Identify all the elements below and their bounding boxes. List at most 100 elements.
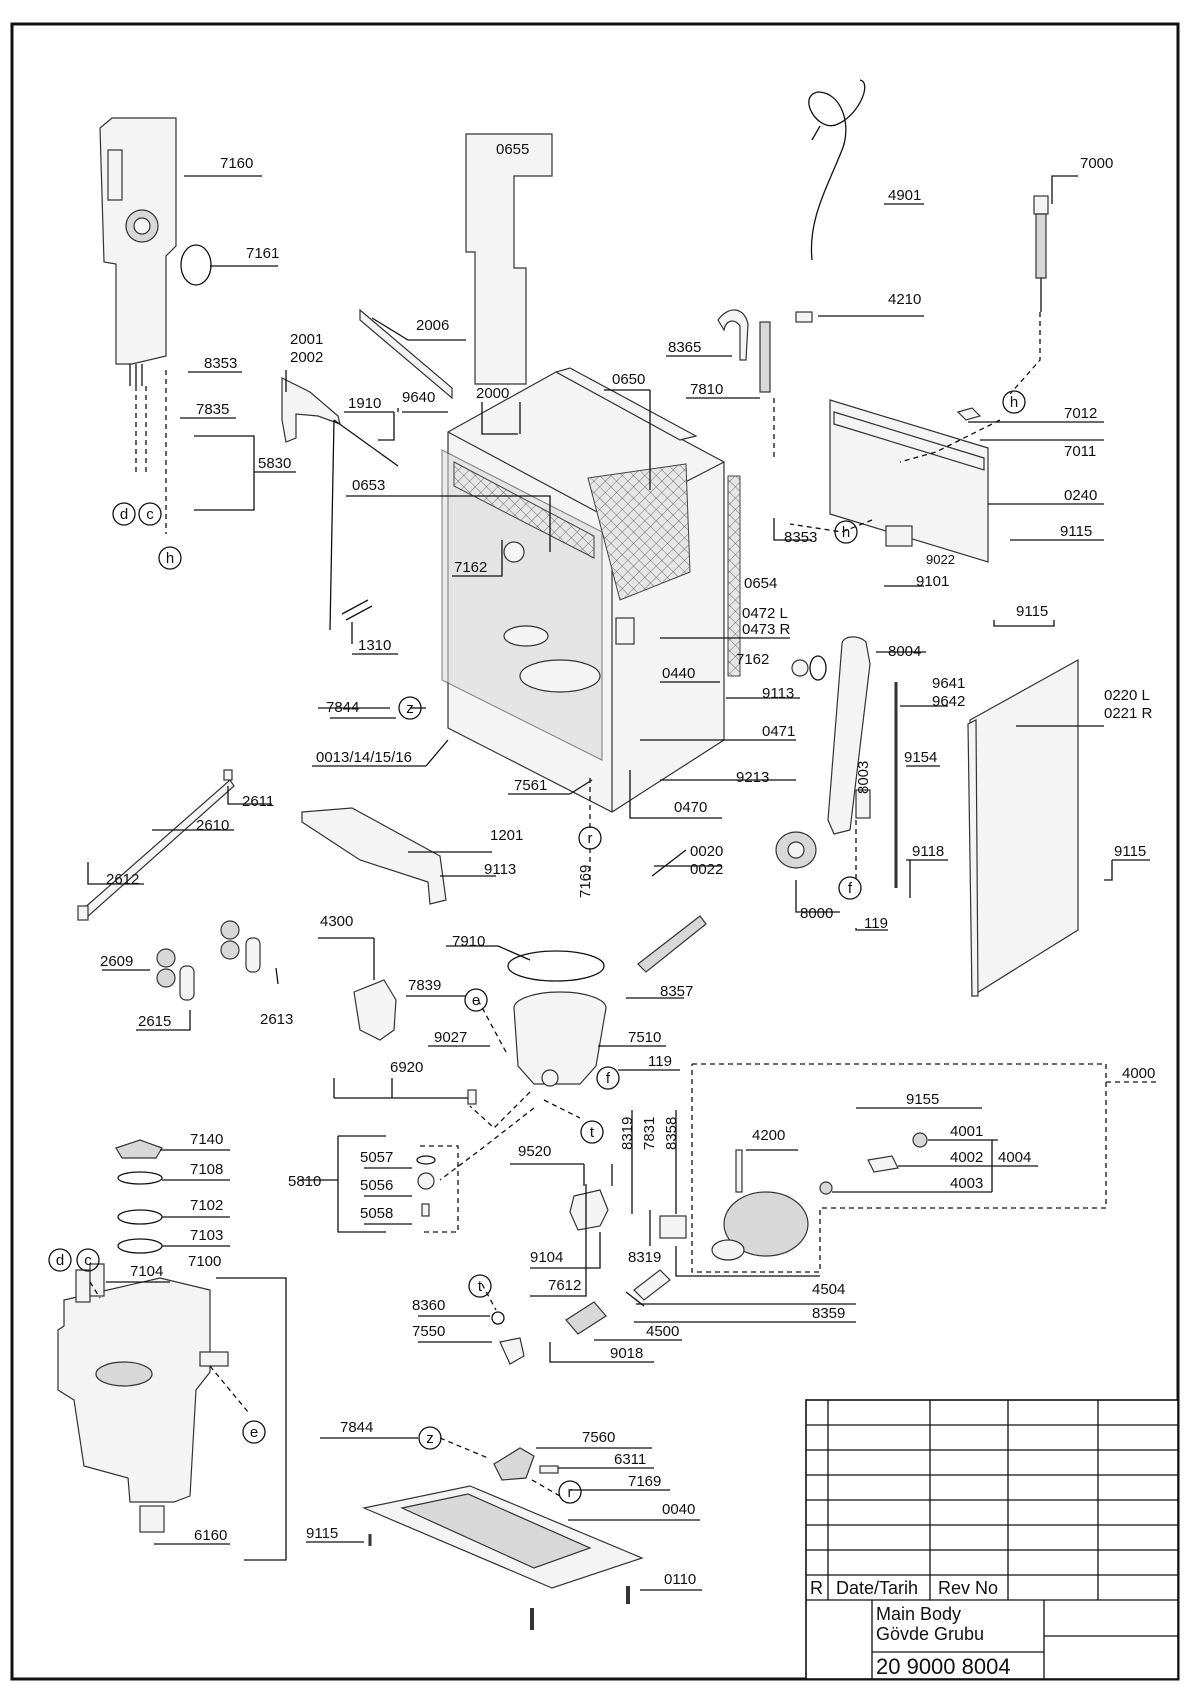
label-9118: 9118 (912, 843, 944, 860)
label-2611: 2611 (242, 793, 274, 810)
motor-8000-drawing (775, 831, 817, 869)
label-7831: 7831 (641, 1117, 658, 1150)
label-7104: 7104 (130, 1263, 163, 1280)
label-7102: 7102 (190, 1197, 223, 1214)
label-7161: 7161 (246, 245, 279, 262)
water-softener-panel-drawing (99, 117, 177, 386)
label-9115-base: 9115 (306, 1525, 338, 1542)
label-4300: 4300 (320, 913, 353, 930)
label-4200: 4200 (752, 1127, 785, 1144)
label-4210: 4210 (888, 291, 921, 308)
svg-text:h: h (166, 550, 174, 567)
label-5056: 5056 (360, 1177, 393, 1194)
ring-7162-drawing (791, 659, 809, 677)
marker-h-right-top: h (1002, 390, 1026, 414)
part-4500-drawing (565, 1301, 607, 1335)
label-0650: 0650 (612, 371, 645, 388)
label-4901: 4901 (888, 187, 921, 204)
svg-text:f: f (848, 880, 853, 897)
cover-1201-drawing (301, 807, 447, 905)
label-0240: 0240 (1064, 487, 1097, 504)
label-8353-right: 8353 (784, 529, 817, 546)
ring-7102-drawing (117, 1209, 163, 1225)
part-labels: 7160 7161 8353 7835 5830 0655 2006 2001 … (100, 141, 1155, 1588)
insulation-0655-drawing (465, 133, 553, 385)
label-4001: 4001 (950, 1123, 983, 1140)
label-4003: 4003 (950, 1175, 983, 1192)
pump-4504-drawing (659, 1149, 809, 1261)
label-0022: 0022 (690, 861, 723, 878)
marker-d-upper: d (112, 502, 136, 526)
label-9115-panel-top: 9115 (1016, 603, 1048, 620)
label-7550: 7550 (412, 1323, 445, 1340)
svg-text:e: e (472, 992, 480, 1009)
label-1910: 1910 (348, 395, 381, 412)
label-8319-lower: 8319 (628, 1249, 661, 1266)
rail-2610-drawing (81, 779, 235, 919)
label-2006: 2006 (416, 317, 449, 334)
title-block: R Date/Tarih Rev No Main Body Gövde Grub… (805, 1399, 1179, 1680)
part-8003-drawing (855, 789, 871, 819)
label-8000: 8000 (800, 905, 833, 922)
marker-d-lower: d (48, 1248, 72, 1272)
marker-e-upper: e (464, 988, 488, 1012)
label-0470: 0470 (674, 799, 707, 816)
valve-9520-drawing (569, 1189, 609, 1231)
cable-4901-drawing (808, 79, 866, 261)
svg-text:z: z (426, 1430, 434, 1447)
gasket-7910-drawing (507, 950, 605, 982)
label-6311: 6311 (614, 1451, 646, 1468)
softener-container-7100-drawing (57, 1263, 229, 1533)
label-119-upper: 119 (864, 915, 888, 932)
back-panel-0240-drawing (829, 399, 989, 563)
label-8365: 8365 (668, 339, 701, 356)
label-9642: 9642 (932, 693, 965, 710)
svg-text:t: t (590, 1124, 595, 1141)
label-2000: 2000 (476, 385, 509, 402)
svg-text:h: h (1010, 394, 1018, 411)
label-7561: 7561 (514, 777, 547, 794)
label-7910: 7910 (452, 933, 485, 950)
rail-end-2612-drawing (77, 905, 89, 921)
label-5810: 5810 (288, 1173, 321, 1190)
label-0655: 0655 (496, 141, 529, 158)
label-0040: 0040 (662, 1501, 695, 1518)
ring-7108-drawing (117, 1171, 163, 1185)
marker-h-left: h (158, 546, 182, 570)
label-7160: 7160 (220, 155, 253, 172)
label-0472: 0472 L (742, 605, 788, 622)
svg-text:d: d (56, 1252, 64, 1269)
svg-text:e: e (250, 1424, 258, 1441)
group-5810-drawing (416, 1155, 436, 1217)
svg-text:r: r (588, 830, 593, 847)
label-9154: 9154 (904, 749, 937, 766)
label-9213: 9213 (736, 769, 769, 786)
label-5830: 5830 (258, 455, 291, 472)
marker-t-upper: t (580, 1120, 604, 1144)
label-8353-left: 8353 (204, 355, 237, 372)
part-6311-drawing (539, 1465, 559, 1474)
label-7100: 7100 (188, 1253, 221, 1270)
svg-text:z: z (406, 700, 414, 717)
side-panel-0220-drawing (969, 658, 1079, 998)
clamp-8360-drawing (491, 1311, 505, 1325)
marker-c-upper: c (138, 502, 162, 526)
label-7169-lower: 7169 (628, 1473, 661, 1490)
seal-1910-drawing (329, 419, 399, 631)
marker-h-right-bottom: h (834, 520, 858, 544)
svg-text:h: h (842, 524, 850, 541)
marker-f-lower: f (596, 1066, 620, 1090)
label-8357: 8357 (660, 983, 693, 1000)
label-4000: 4000 (1122, 1065, 1155, 1082)
connector-4210-drawing (795, 311, 813, 323)
part-4002-drawing (867, 1155, 899, 1173)
ring-7103-drawing (117, 1238, 163, 1254)
label-7162-tub: 7162 (454, 559, 487, 576)
label-0653: 0653 (352, 477, 385, 494)
label-8358: 8358 (663, 1117, 680, 1150)
label-2615: 2615 (138, 1013, 171, 1030)
title-block-rev-mark: R (810, 1578, 823, 1598)
label-7810: 7810 (690, 381, 723, 398)
sump-7510-drawing (513, 991, 607, 1087)
